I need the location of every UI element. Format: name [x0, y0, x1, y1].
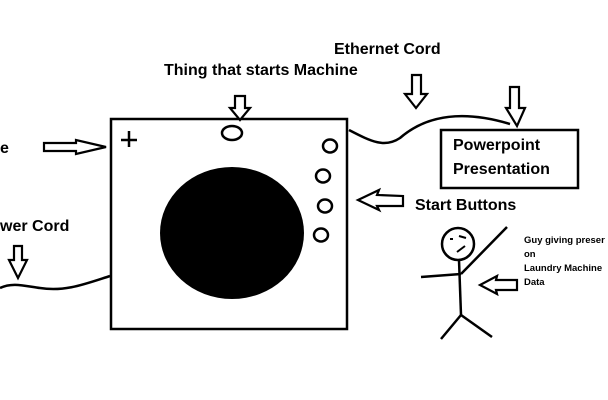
label-thing-that-starts: Thing that starts Machine [164, 62, 358, 79]
label-powerpoint-2: Presentation [453, 161, 550, 178]
label-guy-1: Guy giving preser [524, 235, 605, 246]
label-guy-4: Data [524, 277, 545, 288]
washing-machine-body [109, 117, 349, 331]
label-guy-3: Laundry Machine [524, 263, 602, 274]
start-button-3 [316, 198, 334, 214]
arrow-down-icon [504, 85, 527, 129]
plus-icon [121, 131, 137, 147]
arrow-down-icon [227, 94, 253, 122]
label-power-cord: wer Cord [0, 218, 69, 235]
start-knob [220, 124, 244, 142]
start-button-1 [321, 138, 339, 154]
ethernet-cord [348, 115, 511, 145]
label-ethernet-cord: Ethernet Cord [334, 41, 441, 58]
arrow-left-icon [477, 273, 519, 297]
arrow-right-icon [42, 138, 107, 156]
start-button-2 [314, 168, 332, 184]
label-powerpoint-1: Powerpoint [453, 137, 541, 154]
stick-figure [420, 226, 508, 340]
arrow-down-icon [7, 244, 29, 281]
power-cord [0, 274, 111, 291]
label-start-buttons: Start Buttons [415, 197, 516, 214]
arrow-left-icon [355, 187, 405, 213]
arrow-down-icon [402, 73, 430, 110]
start-button-4 [312, 227, 330, 243]
drum-window [160, 167, 304, 299]
label-left-partial: e [0, 140, 9, 157]
powerpoint-box [439, 128, 580, 190]
label-guy-2: on [524, 249, 536, 260]
